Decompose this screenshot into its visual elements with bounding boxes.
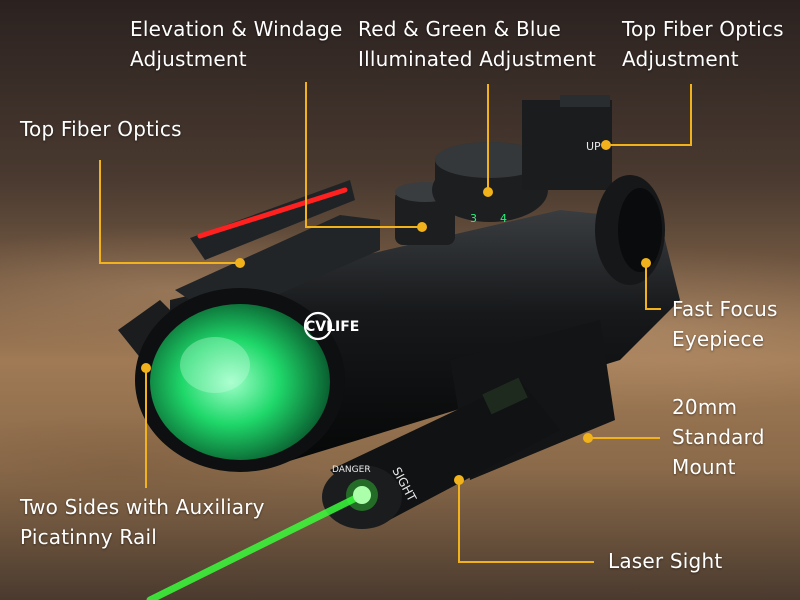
callout-line: [690, 84, 692, 146]
label-standard-mount: 20mm Standard Mount: [672, 395, 765, 479]
label-fast-focus-eyepiece: Fast Focus Eyepiece: [672, 297, 778, 351]
callout-dot: [454, 475, 464, 485]
callout-line: [645, 262, 647, 310]
callout-line: [645, 308, 661, 310]
callout-line: [305, 82, 307, 228]
callout-line: [99, 262, 240, 264]
callout-dot: [641, 258, 651, 268]
callout-line: [487, 84, 489, 190]
callout-line: [606, 144, 692, 146]
laser-badge-text: DANGER: [332, 465, 371, 475]
callout-dot: [583, 433, 593, 443]
callout-line: [458, 480, 460, 562]
rear-adjuster: [522, 100, 612, 190]
adjuster-text: UP: [586, 140, 601, 153]
laser-beam: [146, 491, 366, 600]
callout-dot: [417, 222, 427, 232]
label-laser-sight: Laser Sight: [608, 549, 723, 573]
knob-digit: 4: [500, 212, 507, 225]
callout-dot: [601, 140, 611, 150]
callout-line: [99, 160, 101, 264]
callout-line: [305, 226, 422, 228]
label-top-fiber-adjustment: Top Fiber Optics Adjustment: [622, 17, 784, 71]
front-lens-glass: [150, 304, 330, 460]
callout-line: [588, 437, 660, 439]
knob-digit: 3: [470, 212, 477, 225]
callout-dot: [235, 258, 245, 268]
laser-emitter: [353, 486, 371, 504]
label-picatinny-rail: Two Sides with Auxiliary Picatinny Rail: [20, 495, 265, 549]
fiber-optic-red: [197, 187, 348, 239]
label-top-fiber-optics: Top Fiber Optics: [20, 117, 182, 141]
label-illuminated-adjustment: Red & Green & Blue Illuminated Adjustmen…: [358, 17, 597, 71]
callout-dot: [483, 187, 493, 197]
callout-dot: [141, 363, 151, 373]
label-elevation-windage: Elevation & Windage Adjustment: [130, 17, 343, 71]
callout-line: [458, 561, 594, 563]
callout-line: [145, 368, 147, 488]
brand-logo: CVLIFE: [305, 319, 359, 335]
